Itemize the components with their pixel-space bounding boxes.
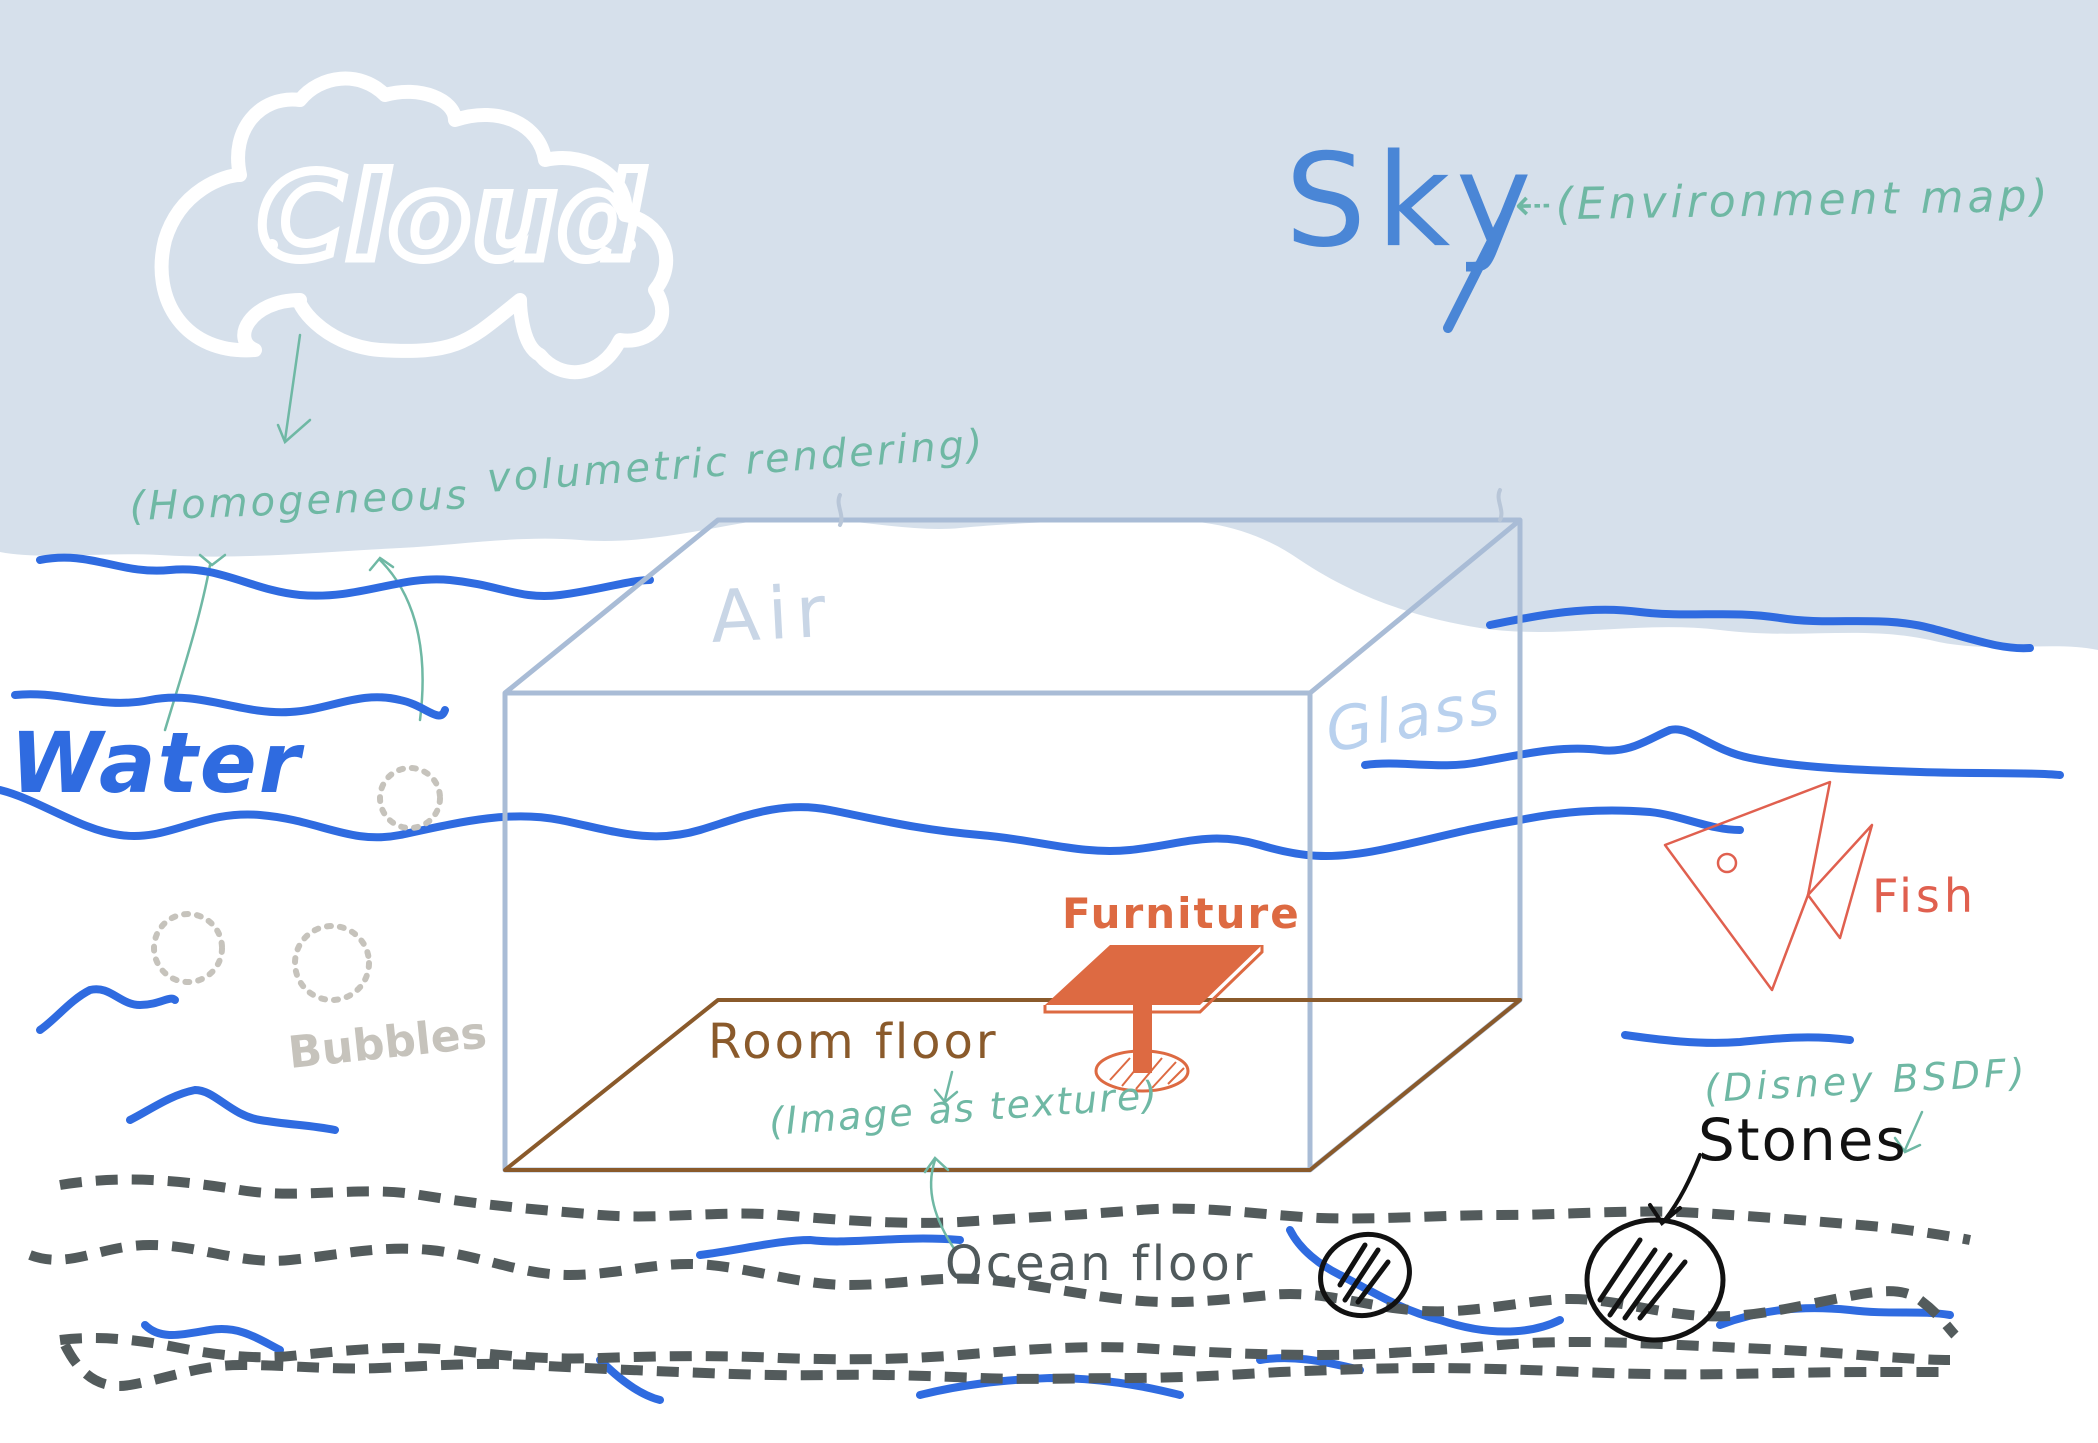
- cloud-icon: [154, 71, 674, 380]
- disney-bsdf-label: (Disney BSDF): [1703, 1050, 2029, 1111]
- fish-label: Fish: [1872, 869, 1977, 923]
- bubbles-label: Bubbles: [286, 1007, 489, 1079]
- room-floor-arrow: [933, 1070, 959, 1104]
- stones-label: Stones: [1698, 1106, 1908, 1174]
- room-floor: [503, 998, 1522, 1172]
- table-icon: [1043, 945, 1264, 1093]
- air-label: Air: [708, 569, 835, 659]
- stones-arrow: [1648, 1153, 1702, 1226]
- stone-icon: [1318, 1217, 1726, 1343]
- ocean-floor-label: Ocean floor: [945, 1236, 1256, 1292]
- bubble-icon: [151, 765, 443, 1003]
- image-as-texture-label: (Image as texture): [768, 1073, 1161, 1144]
- environment-map-label: ⇠(Environment map): [1514, 171, 2052, 231]
- sky-descender: [1443, 210, 1510, 333]
- sky-edge-marks: [836, 488, 1504, 527]
- homogeneous-leader-lines: [163, 553, 424, 732]
- sky-label: Sky: [1285, 127, 1542, 276]
- sky-region: [0, 0, 2098, 650]
- glass-box: [502, 517, 1523, 1173]
- room-floor-label: Room floor: [708, 1014, 999, 1070]
- cloud-label: Cloud: [258, 148, 645, 286]
- ocean-floor-dashes: [28, 1174, 1971, 1391]
- ocean-floor-arrow: [923, 1156, 957, 1252]
- disney-arrow: [1893, 1110, 1924, 1154]
- cloud-arrow: [276, 333, 312, 445]
- water-label: Water: [10, 714, 305, 812]
- water-waves: [0, 553, 2064, 1404]
- furniture-label: Furniture: [1062, 889, 1301, 938]
- glass-label: Glass: [1320, 667, 1507, 767]
- fish-icon: [1663, 780, 1874, 992]
